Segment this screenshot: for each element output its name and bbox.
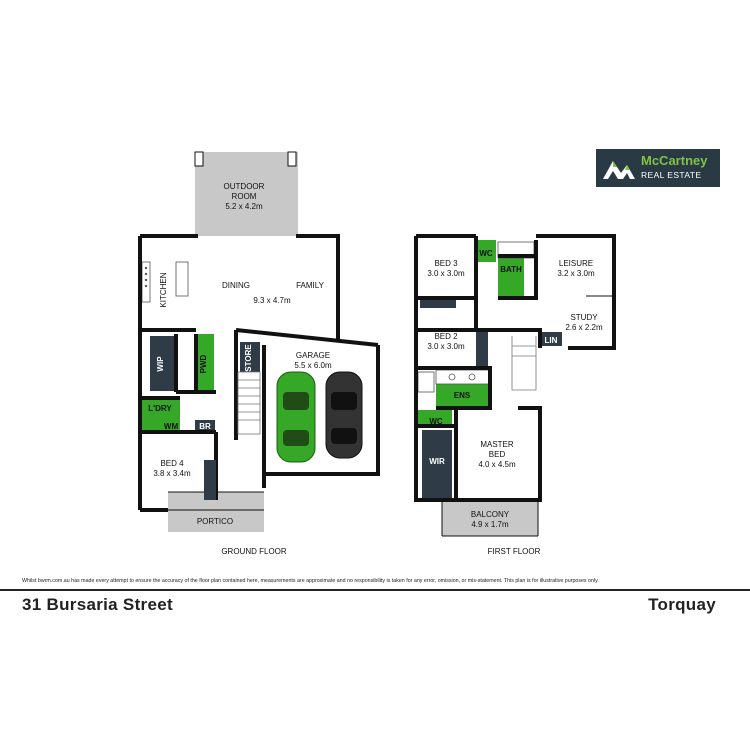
store-area [240, 342, 260, 372]
label-lin: LIN [545, 336, 558, 345]
size-master: 4.0 x 4.5m [478, 460, 516, 469]
ens-area [436, 384, 490, 408]
balcony-paving [442, 500, 538, 536]
label-outdoor-room: OUTDOOR [224, 182, 265, 191]
wip-area [150, 336, 174, 391]
label-outdoor-room-2: ROOM [232, 192, 257, 201]
size-leisure: 3.2 x 3.0m [557, 269, 595, 278]
label-bed2: BED 2 [434, 332, 458, 341]
kitchen-island [175, 261, 189, 297]
label-master: MASTER [480, 440, 514, 449]
label-wc-top: WC [479, 249, 493, 258]
size-outdoor-room: 5.2 x 4.2m [225, 202, 263, 211]
label-family: FAMILY [296, 281, 325, 290]
floor-plan: OUTDOOR ROOM 5.2 x 4.2m KITCHEN DINING F… [138, 151, 616, 556]
label-master-2: BED [489, 450, 506, 459]
black-car-icon [325, 371, 363, 459]
label-wip: WIP [156, 356, 165, 372]
label-dining: DINING [222, 281, 250, 290]
first-stairs [511, 336, 537, 391]
label-study: STUDY [570, 313, 598, 322]
size-bed2: 3.0 x 3.0m [427, 342, 465, 351]
wc-ens-area [418, 410, 452, 426]
size-balcony: 4.9 x 1.7m [471, 520, 509, 529]
property-address: 31 Bursaria Street [22, 595, 173, 614]
size-study: 2.6 x 2.2m [565, 323, 603, 332]
label-wc-ens: WC [429, 417, 443, 426]
first-floor-caption: FIRST FLOOR [488, 547, 541, 556]
first-floor-plan: BED 3 3.0 x 3.0m WC BATH LEISURE 3.2 x 3… [414, 234, 616, 556]
label-wm: WM [164, 422, 179, 431]
ground-stairs [237, 371, 261, 435]
bath-area [498, 258, 524, 298]
outdoor-room-paving [195, 152, 298, 236]
label-bed4: BED 4 [160, 459, 184, 468]
brand-logo: McCartney REAL ESTATE [596, 149, 720, 187]
label-pwd: PWD [199, 354, 208, 373]
label-ens: ENS [454, 391, 471, 400]
first-walls [414, 234, 616, 502]
label-portico: PORTICO [197, 517, 233, 526]
mountain-logo-icon [603, 161, 635, 179]
green-car-icon [276, 371, 316, 463]
label-br: BR [199, 422, 211, 431]
label-balcony: BALCONY [471, 510, 510, 519]
disclaimer-text: Whilst bwrm.com.au has made every attemp… [22, 578, 599, 584]
label-store: STORE [244, 344, 253, 372]
size-bed3: 3.0 x 3.0m [427, 269, 465, 278]
label-leisure: LEISURE [559, 259, 593, 268]
footer-divider [0, 589, 750, 591]
laundry-area [140, 398, 180, 432]
wc-top-area [476, 240, 496, 262]
label-garage: GARAGE [296, 351, 330, 360]
label-wir: WIR [429, 457, 445, 466]
label-kitchen: KITCHEN [159, 272, 168, 307]
size-garage: 5.5 x 6.0m [294, 361, 332, 370]
ground-floor-caption: GROUND FLOOR [221, 547, 287, 556]
label-laundry: L'DRY [148, 404, 172, 413]
label-bed3: BED 3 [434, 259, 458, 268]
wir-area [422, 430, 452, 498]
br-area [195, 420, 215, 432]
brand-tagline: REAL ESTATE [641, 170, 702, 180]
brand-name: McCartney [641, 153, 708, 168]
ground-floor-plan: OUTDOOR ROOM 5.2 x 4.2m KITCHEN DINING F… [138, 151, 380, 556]
size-family: 9.3 x 4.7m [253, 296, 291, 305]
property-suburb: Torquay [648, 595, 716, 614]
pwd-area [196, 334, 214, 392]
label-bath: BATH [500, 265, 522, 274]
size-bed4: 3.8 x 3.4m [153, 469, 191, 478]
